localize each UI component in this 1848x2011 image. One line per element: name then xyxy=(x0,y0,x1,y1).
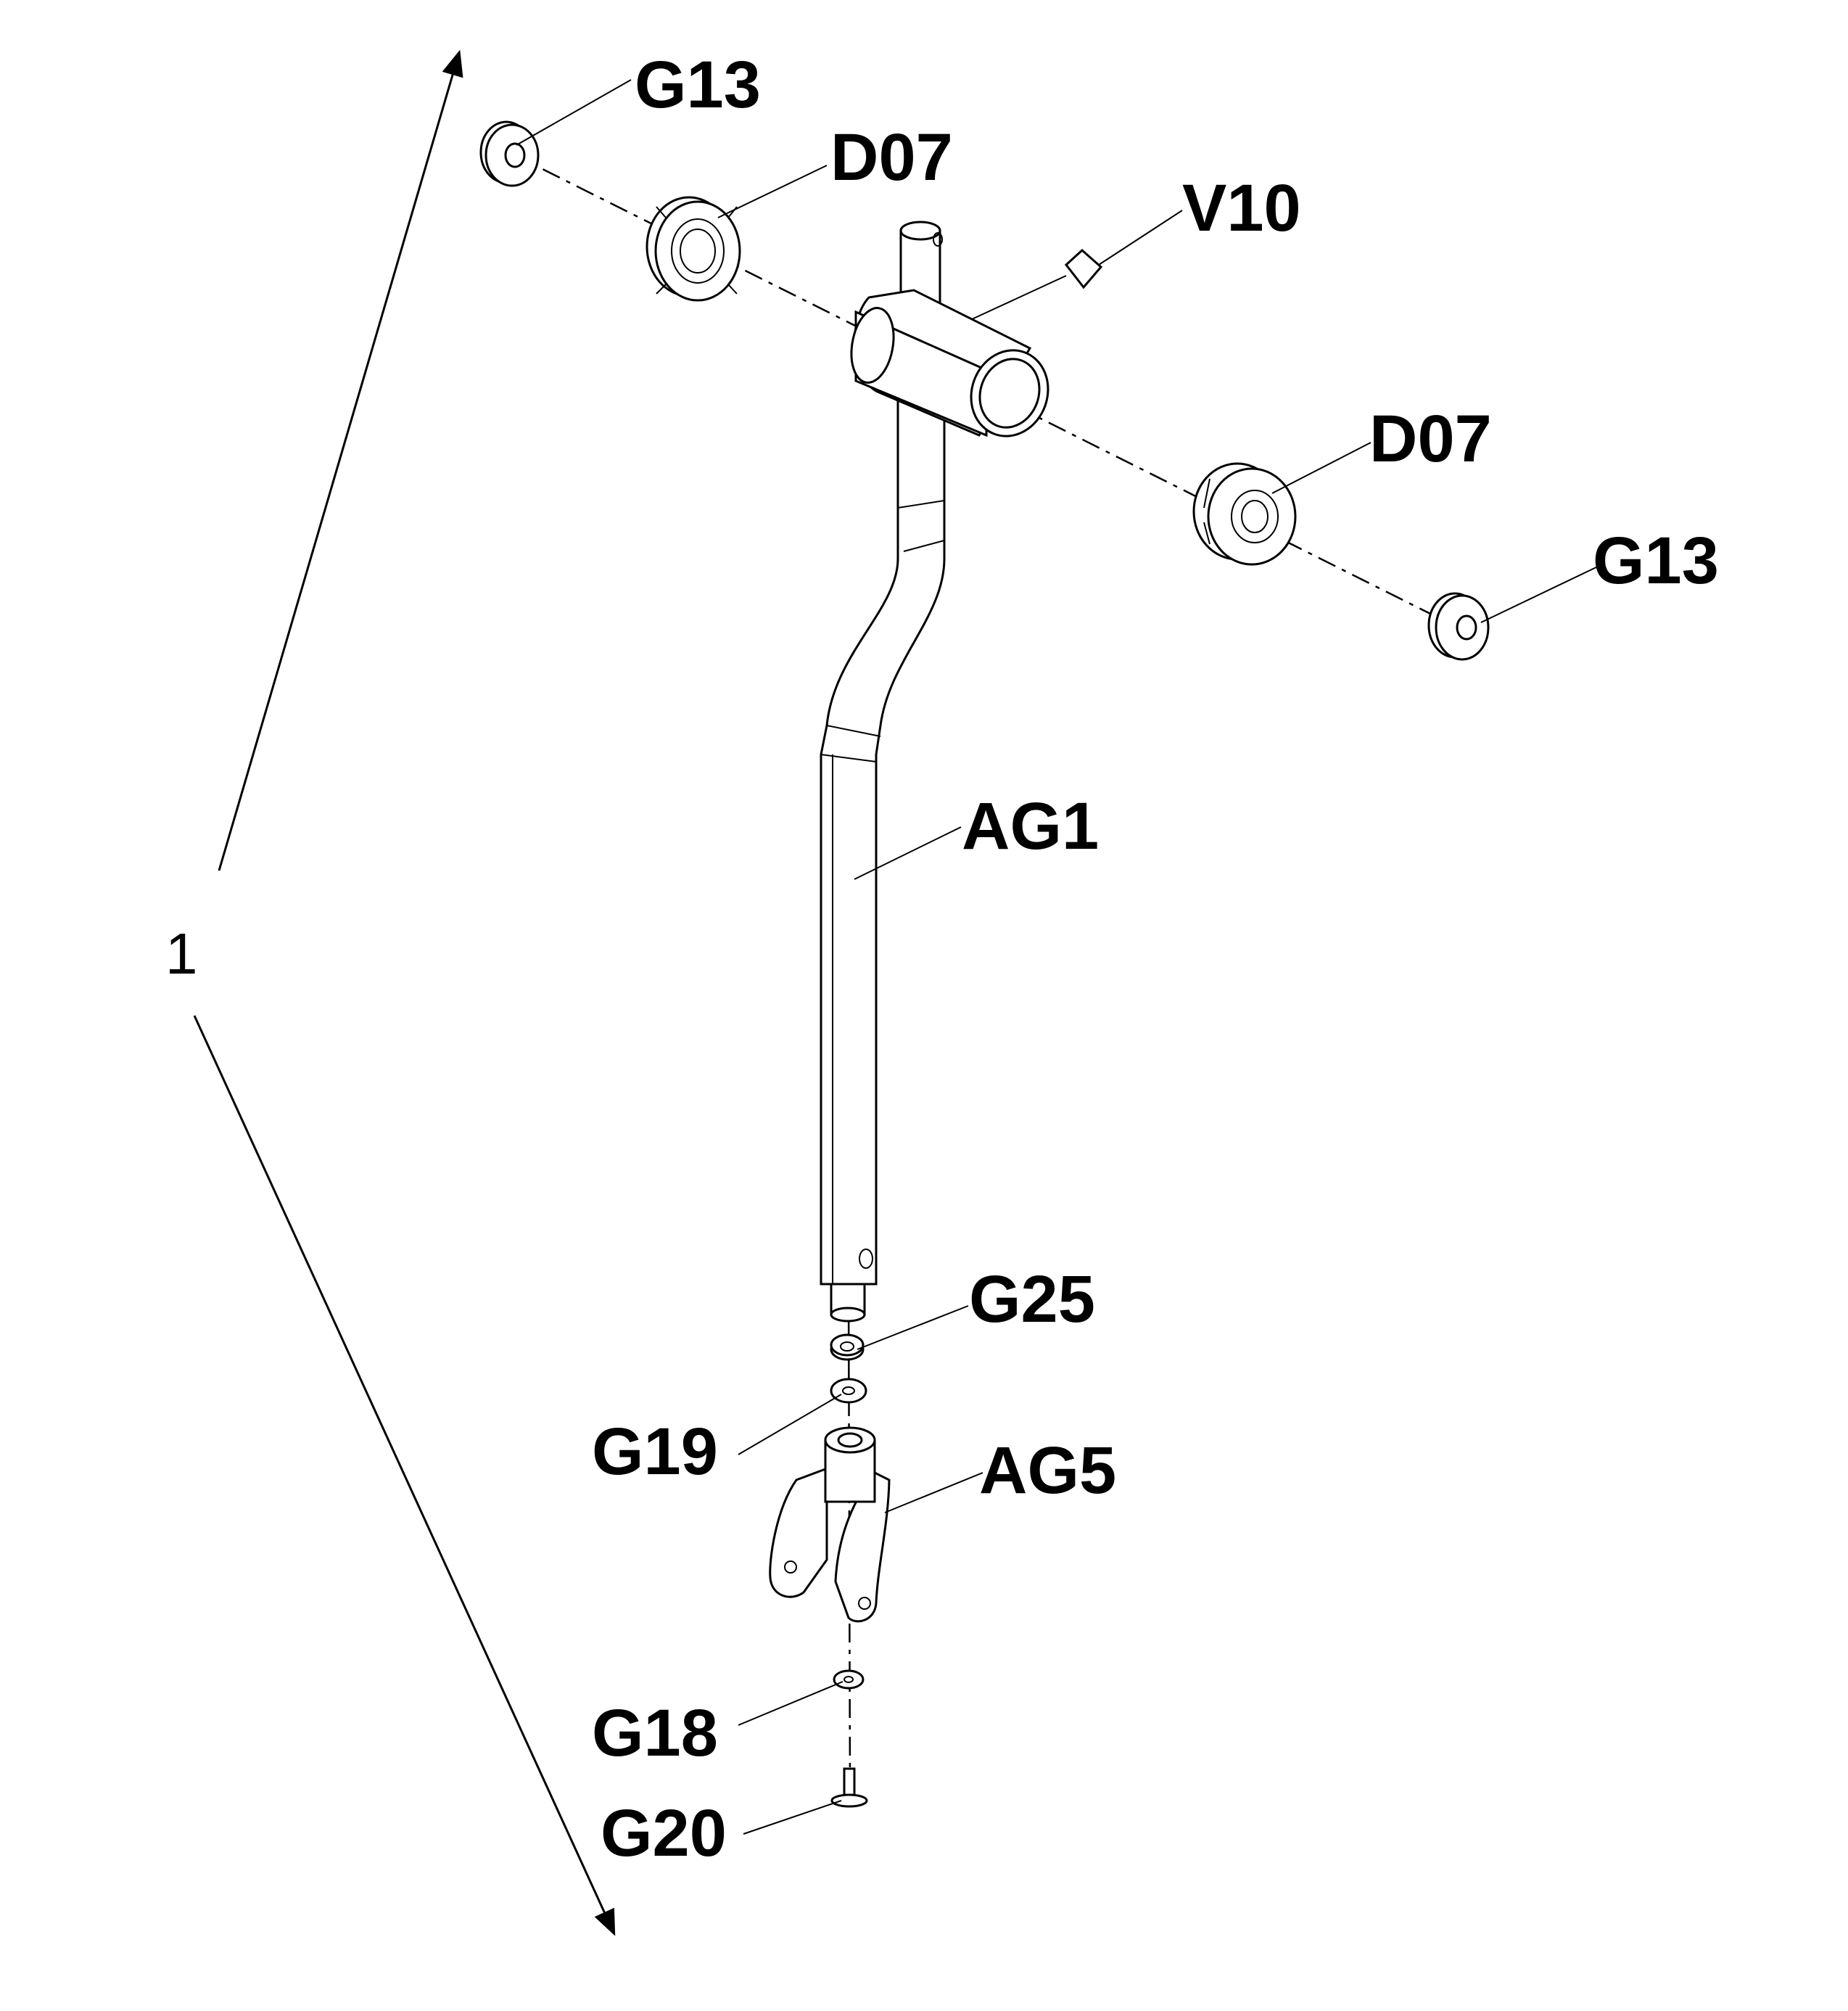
label-g18: G18 xyxy=(592,1696,718,1770)
g20-bolt xyxy=(830,1767,868,1808)
label-d07-top: D07 xyxy=(830,120,953,194)
label-ag5: AG5 xyxy=(979,1434,1116,1508)
label-d07-right: D07 xyxy=(1369,402,1492,476)
g18-washer xyxy=(833,1669,865,1690)
g13-right-washer xyxy=(1427,592,1490,661)
assembly-bracket xyxy=(193,49,616,1936)
g25-washer xyxy=(830,1333,865,1361)
label-g13-top: G13 xyxy=(635,48,761,122)
ag5-fork-bracket xyxy=(769,1426,891,1623)
label-g19: G19 xyxy=(592,1415,718,1489)
label-g13-right: G13 xyxy=(1593,524,1719,598)
label-g25: G25 xyxy=(969,1262,1095,1336)
ag1-rod xyxy=(820,390,946,1286)
g13-top-washer xyxy=(479,120,540,187)
d07-right-bushing xyxy=(1192,462,1297,566)
assembly-number-label: 1 xyxy=(165,921,198,986)
label-g20: G20 xyxy=(601,1796,727,1870)
label-ag1: AG1 xyxy=(962,789,1099,863)
g19-washer xyxy=(830,1378,867,1404)
ag1-hub-tube xyxy=(850,289,1049,437)
v10-key-part xyxy=(1064,248,1103,289)
leader-lines xyxy=(516,79,1600,1835)
label-v10: V10 xyxy=(1182,171,1301,245)
d07-top-bushing xyxy=(645,196,741,302)
